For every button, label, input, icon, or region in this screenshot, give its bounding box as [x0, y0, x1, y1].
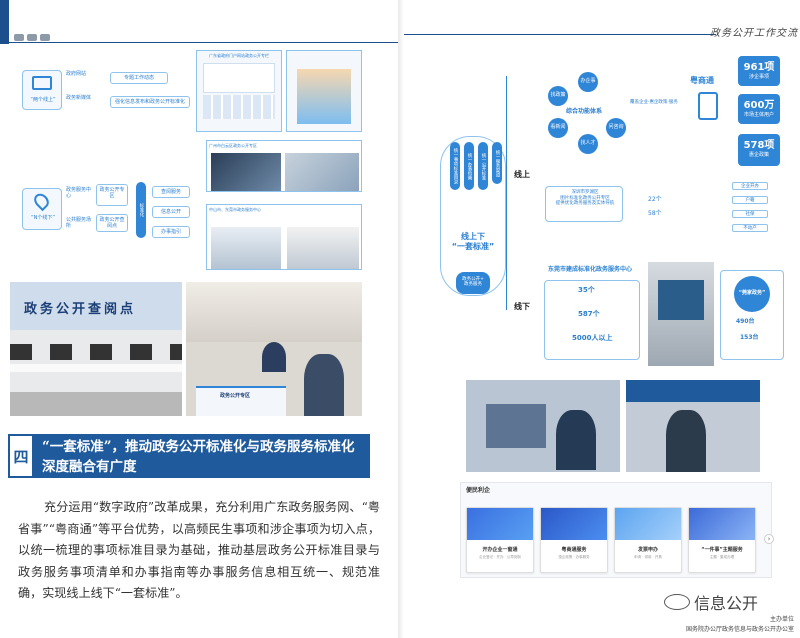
out-node-2: 信息公开 [152, 206, 190, 218]
service-desk-photo: 政务公开专区 [186, 282, 362, 416]
reading-point-sign: 政务公开查阅点 [24, 302, 137, 317]
offline-title: 东莞市建成标准化政务服务中心 [548, 266, 633, 273]
stat-1: 961项涉企事项 [738, 56, 780, 86]
hub-sub: 政务公开+ 政务服务 [456, 272, 490, 294]
service-card-2[interactable]: 粤商通服务 惠企政策 · 办事服务 [540, 507, 608, 573]
hub-online-label: “两个线上” [30, 97, 56, 103]
monitor-icon [32, 76, 52, 90]
branch-line [506, 76, 507, 310]
corner-bar [0, 0, 9, 44]
footer-org: 国务院办公厅政务信息与政务公开办公室 [685, 626, 794, 633]
kiosk-photo [648, 262, 714, 366]
item-service-center: 政务服务中心 [66, 187, 92, 200]
online-center: 综合功能体系 [566, 108, 603, 115]
pill-4: 统一服务渠道 [492, 142, 502, 184]
inspection-photo [626, 380, 760, 472]
kiosk-stat-1: 490台 [736, 318, 755, 325]
kiosk-photos: 中山市、东莞市政务服务中心 [206, 204, 362, 270]
item-gov-website: 政府网站 [66, 71, 87, 77]
item-public-place: 公共服务场所 [66, 217, 92, 230]
footer-sponsor: 主办单位 [769, 616, 794, 623]
flow-node-4: 政务公开查阅点 [96, 214, 128, 232]
section-number: 四 [8, 434, 34, 478]
flow-node-3: 政务公开专区 [96, 184, 128, 206]
offline-box [544, 280, 640, 360]
stat-2: 600万市场主体用户 [738, 94, 780, 124]
circle-2: 找政策 [548, 86, 568, 106]
service-card-1[interactable]: 开办企业一窗通 企业登记 · 开办 · 公章刻制 [466, 507, 534, 573]
circle-1: 办企事 [578, 72, 598, 92]
online-label-2: 户籍 [732, 196, 768, 204]
section-heading-bar [8, 434, 370, 478]
offline-stat-1: 35个 [578, 286, 595, 294]
online-stat-2: 58个 [648, 210, 662, 217]
website-screenshot: 广东省政府门户网站政务公开专栏 [196, 50, 282, 132]
out-node-1: 查阅服务 [152, 186, 190, 198]
section-title: “一套标准”，推动政务公开标准化与政务服务标准化深度融合有广度 [42, 439, 355, 475]
online-box: 深圳市罗湖区 图片标准化政务公开专区 提供优化政务服务及实体导航 [545, 186, 623, 222]
desk-sign: 政务公开专区 [220, 393, 251, 399]
service-card-3[interactable]: 发票申办 申请 · 领用 · 开具 [614, 507, 682, 573]
kiosk-title: “莞家政务” [734, 276, 770, 312]
header-title: 政务公开工作交流 [710, 28, 798, 39]
app-name: 粤商通 [690, 76, 714, 85]
flow-node-2: 强化信息发布和政务公开标准化 [110, 96, 190, 108]
screen-caption-3: 中山市、东莞市政务服务中心 [209, 207, 261, 212]
header-rule-left [0, 42, 398, 43]
service-card-4[interactable]: “一件事”主题服务 主题 · 集成办理 [688, 507, 756, 573]
circle-4: 问咨询 [606, 118, 626, 138]
hub-offline [22, 188, 62, 230]
circle-3: 看新闻 [548, 118, 568, 138]
online-label: 线上 [514, 170, 530, 179]
wechat-icon [664, 594, 690, 610]
pill-1: 统一事项标准目录 [450, 142, 460, 190]
service-hall-photos: 广州市白云区政务公开专区 [206, 140, 362, 192]
offline-pill: 标准化 [136, 182, 146, 238]
mobile-screenshot [286, 50, 362, 132]
service-panel-title: 便民利企 [466, 487, 491, 494]
self-service-photo [466, 380, 620, 472]
body-paragraph: 充分运用“数字政府”改革成果，充分利用广东政务服务网、“粤省事”“粤商通”等平台… [18, 500, 380, 600]
flow-node-1: 专题工作动态 [110, 72, 168, 84]
offline-stat-2: 587个 [578, 310, 600, 318]
out-node-3: 办事指引 [152, 226, 190, 238]
reading-point-photo: 政务公开查阅点 [10, 282, 182, 416]
online-label-1: 企业开办 [732, 182, 768, 190]
pill-3: 统一公开标准 [478, 142, 488, 190]
decor-dots [14, 34, 50, 41]
app-desc: 覆盖企业·惠企政策·服务 [630, 100, 678, 105]
online-label-3: 社保 [732, 210, 768, 218]
kiosk-stat-2: 153台 [740, 334, 759, 341]
pill-2: 统一办事指南 [464, 142, 474, 190]
chevron-right-icon[interactable]: › [764, 534, 774, 544]
offline-stat-3: 5000人以上 [572, 334, 613, 342]
stat-3: 578项惠企政策 [738, 134, 780, 166]
screen-caption-2: 广州市白云区政务公开专区 [209, 143, 257, 148]
watermark-text: 信息公开 [694, 594, 759, 613]
online-stat-1: 22个 [648, 196, 662, 203]
page-spine [398, 0, 404, 638]
circle-5: 找人才 [578, 134, 598, 154]
online-label-4: 不动产 [732, 224, 768, 232]
hub-label: 线上下 “一套标准” [451, 232, 495, 251]
header-rule-right [404, 34, 716, 35]
hub-offline-label: “N个线下” [31, 215, 55, 221]
offline-label: 线下 [514, 302, 530, 311]
item-new-media: 政务新媒体 [66, 95, 92, 101]
screen-caption: 广东省政府门户网站政务公开专栏 [209, 53, 269, 58]
phone-icon [698, 92, 718, 120]
